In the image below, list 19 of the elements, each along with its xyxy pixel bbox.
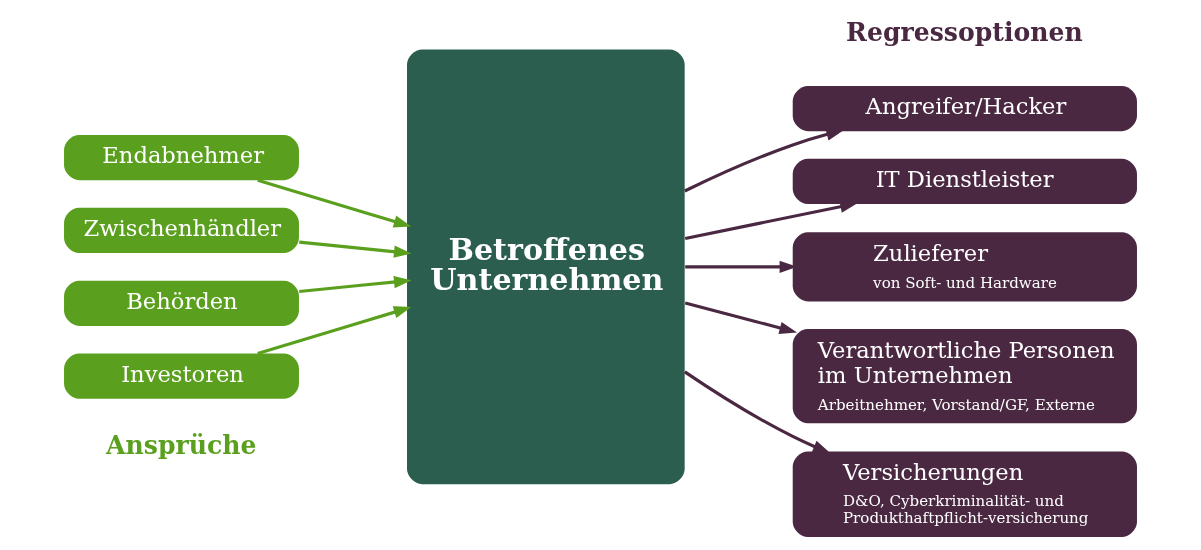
node-box: Betroffenes Unternehmen: [407, 49, 685, 485]
node-box: Versicherungen D&O, Cyberkriminalität- und Produkthaftpflicht-versicherung: [792, 451, 1137, 537]
arrow: [257, 178, 412, 228]
label: Ansprüche: [106, 430, 257, 461]
node-box: Behörden: [64, 280, 299, 326]
node-box: Verantwortliche Personen im Unternehmen Arbeitnehmer, Vorstand/GF, Externe: [792, 329, 1137, 424]
label: Regressoptionen: [846, 16, 1083, 47]
arrow: [299, 240, 412, 258]
node-box: Zwischenhändler: [64, 207, 299, 253]
arrow: [683, 370, 831, 454]
arrow: [299, 275, 412, 294]
arrow: [684, 128, 844, 193]
arrow: [257, 306, 412, 355]
node-box: Angreifer/Hacker: [792, 85, 1137, 132]
node-box: Investoren: [64, 353, 299, 399]
node-box: Zulieferer von Soft- und Hardware: [792, 232, 1137, 302]
arrow: [684, 301, 798, 334]
node-box: IT Dienstleister: [792, 158, 1137, 204]
node-box: Endabnehmer: [64, 134, 299, 181]
